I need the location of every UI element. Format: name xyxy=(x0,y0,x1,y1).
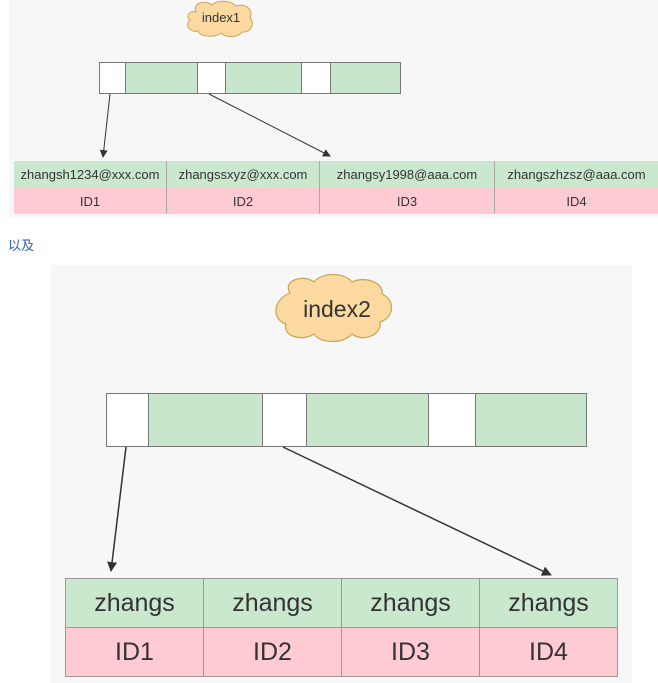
table1-id-cell-4: ID4 xyxy=(494,188,658,214)
index2-key-slot-3 xyxy=(475,393,587,447)
table2-id-cell-2: ID2 xyxy=(203,627,342,677)
table1-key-cell-3: zhangsy1998@aaa.com xyxy=(319,161,494,188)
diagram1-arrow-1 xyxy=(99,93,111,158)
index1-key-slot-1 xyxy=(125,62,198,94)
table2-id-cell-4: ID4 xyxy=(479,627,618,677)
index1-key-slot-2 xyxy=(225,62,302,94)
table1-key-cell-1: zhangsh1234@xxx.com xyxy=(14,161,166,188)
table2-key-cell-2: zhangs xyxy=(203,578,342,628)
table1-id-cell-3: ID3 xyxy=(319,188,494,214)
index2-key-slot-2 xyxy=(306,393,429,447)
table1-key-cell-4: zhangszhzsz@aaa.com xyxy=(494,161,658,188)
diagram2-arrow-1 xyxy=(107,446,127,572)
index1-pointer-slot-3 xyxy=(301,62,331,94)
index2-label: index2 xyxy=(303,296,371,322)
index1-label: index1 xyxy=(201,10,241,25)
table2-key-cell-1: zhangs xyxy=(65,578,204,628)
diagram2-arrow-2 xyxy=(282,446,552,576)
between-text: 以及 xyxy=(8,239,35,254)
index2-pointer-slot-1 xyxy=(106,393,149,447)
table2-key-cell-4: zhangs xyxy=(479,578,618,628)
table1-key-cell-2: zhangssxyz@xxx.com xyxy=(166,161,319,188)
table1-id-cell-2: ID2 xyxy=(166,188,319,214)
index1-pointer-slot-1 xyxy=(99,62,126,94)
index1-key-slot-3 xyxy=(330,62,401,94)
index2-pointer-slot-2 xyxy=(262,393,307,447)
table1-id-cell-1: ID1 xyxy=(14,188,166,214)
index2-pointer-slot-3 xyxy=(428,393,476,447)
index2-key-slot-1 xyxy=(148,393,263,447)
table2-id-cell-3: ID3 xyxy=(341,627,480,677)
table2-id-cell-1: ID1 xyxy=(65,627,204,677)
diagram1-arrow-2 xyxy=(208,93,331,157)
table2-key-cell-3: zhangs xyxy=(341,578,480,628)
